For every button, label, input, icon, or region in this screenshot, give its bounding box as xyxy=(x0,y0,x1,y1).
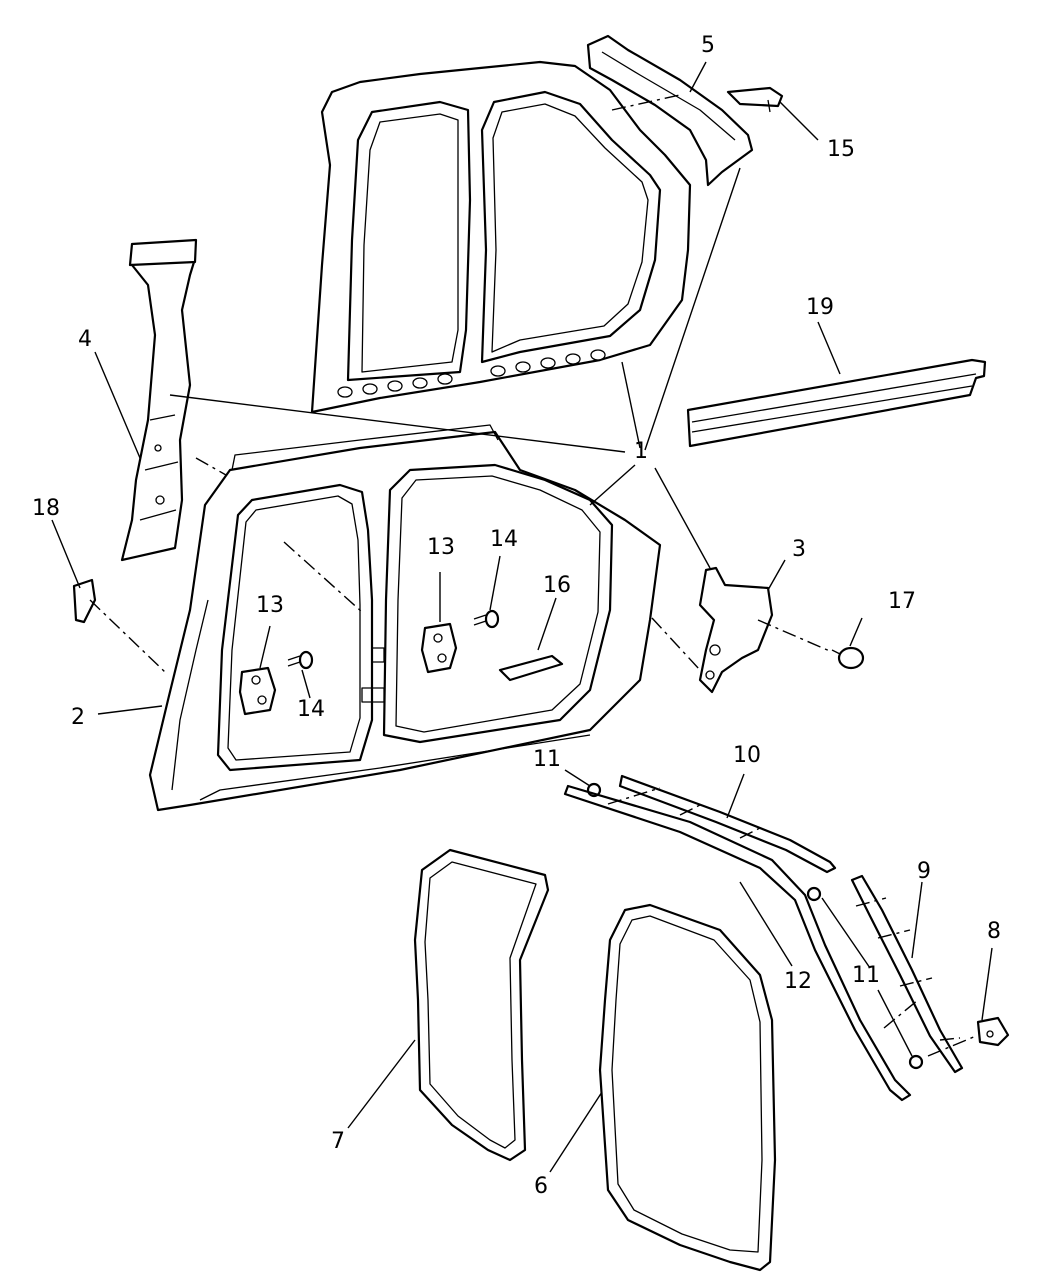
callout-11-bottom: 11 xyxy=(852,963,880,988)
b-pillar-reinforcement xyxy=(120,238,198,562)
clip-11-top xyxy=(586,782,602,798)
bracket-18 xyxy=(72,578,97,624)
callout-8: 8 xyxy=(987,919,1001,944)
callout-5: 5 xyxy=(701,33,715,58)
inner-panel-rocker-holes xyxy=(337,349,606,398)
bracket-15 xyxy=(726,86,784,113)
roof-molding-10 xyxy=(618,774,837,874)
callout-1: 1 xyxy=(634,439,648,464)
callout-13-left: 13 xyxy=(256,593,284,618)
windshield-molding-9 xyxy=(850,874,964,1074)
callout-19: 19 xyxy=(806,295,834,320)
callout-14-left: 14 xyxy=(297,697,325,722)
callout-16: 16 xyxy=(543,573,571,598)
callout-13-right: 13 xyxy=(427,535,455,560)
callout-15: 15 xyxy=(827,137,855,162)
roof-rail-reinforcement xyxy=(586,34,754,187)
bracket-16 xyxy=(498,654,564,682)
callout-17: 17 xyxy=(888,589,916,614)
door-striker-plate-right xyxy=(420,622,458,674)
callout-4: 4 xyxy=(78,327,92,352)
outer-body-side-panel xyxy=(148,424,662,812)
callout-9: 9 xyxy=(917,859,931,884)
assembly-dash-lines xyxy=(89,94,977,1057)
leader-lines xyxy=(51,61,993,1173)
clip-11-middle xyxy=(806,886,822,902)
callout-labels: 1 2 3 4 5 6 7 8 9 10 11 11 12 13 13 14 1… xyxy=(32,33,1001,1199)
callout-11-top: 11 xyxy=(533,747,561,772)
callout-3: 3 xyxy=(792,537,806,562)
rear-door-weatherstrip xyxy=(413,848,550,1162)
callout-10: 10 xyxy=(733,743,761,768)
front-door-weatherstrip xyxy=(598,903,777,1272)
callout-14-right: 14 xyxy=(490,527,518,552)
roof-weatherstrip-12 xyxy=(563,784,912,1102)
callout-7: 7 xyxy=(331,1129,345,1154)
hinge-pillar-bracket xyxy=(698,566,774,694)
door-striker-plate-left xyxy=(238,666,277,716)
plug-17 xyxy=(831,646,865,670)
bolt-14-right xyxy=(473,609,500,629)
callout-18: 18 xyxy=(32,496,60,521)
rocker-reinforcement xyxy=(686,358,987,448)
bolt-14-left xyxy=(287,650,314,670)
bracket-8 xyxy=(976,1016,1010,1047)
callout-12: 12 xyxy=(784,969,812,994)
inner-body-side-panel xyxy=(310,60,692,414)
clip-11-bottom xyxy=(908,1054,924,1070)
callout-6: 6 xyxy=(534,1174,548,1199)
callout-2: 2 xyxy=(71,705,85,730)
